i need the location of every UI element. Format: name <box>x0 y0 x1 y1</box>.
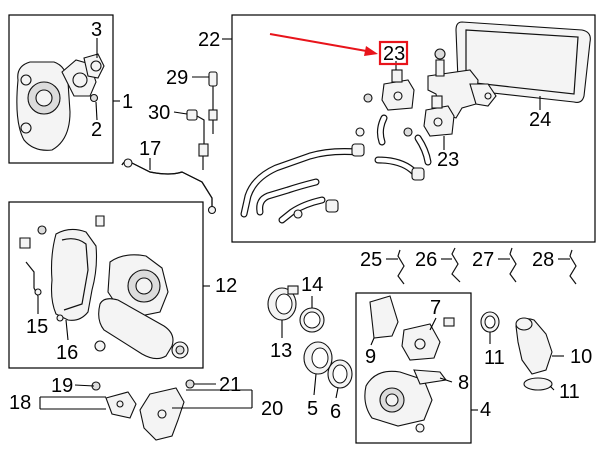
callout-7: 7 <box>430 297 441 319</box>
callout-23-highlighted: 23 <box>383 43 405 65</box>
callout-4: 4 <box>480 399 491 421</box>
callout-12: 12 <box>215 275 237 297</box>
valve-group-4-drawing <box>364 295 455 433</box>
callout-1: 1 <box>122 91 133 113</box>
callout-27: 27 <box>472 249 494 271</box>
callout-15: 15 <box>26 316 48 338</box>
leader-lines <box>37 38 570 411</box>
frame-group-4 <box>355 292 472 444</box>
frame-group-22 <box>231 14 596 243</box>
turbocharger-drawing <box>94 254 189 360</box>
frame-group-12 <box>8 201 204 369</box>
callout-11-lower: 11 <box>559 381 580 403</box>
highlight-box <box>378 40 409 66</box>
callout-10: 10 <box>570 346 592 368</box>
callout-28: 28 <box>532 249 554 271</box>
callout-8: 8 <box>458 372 469 394</box>
callout-3: 3 <box>91 19 102 41</box>
solenoid-valves-23-drawing <box>363 69 455 137</box>
sensor-29-drawing <box>208 71 218 134</box>
callouts: 1 2 3 4 5 6 7 8 9 10 11 11 12 13 14 15 1… <box>9 19 592 423</box>
pipe-17-drawing <box>121 158 217 215</box>
callout-2: 2 <box>91 119 102 141</box>
small-parts-12-drawing <box>19 215 105 297</box>
callout-20: 20 <box>261 398 283 420</box>
callout-30: 30 <box>148 102 170 124</box>
callout-29: 29 <box>166 67 188 89</box>
red-arrow <box>269 33 378 56</box>
callout-24: 24 <box>529 109 551 131</box>
callout-9: 9 <box>365 346 376 368</box>
callout-11-upper: 11 <box>484 347 505 369</box>
callout-5: 5 <box>307 398 318 420</box>
heat-shield-24-drawing <box>455 21 591 103</box>
frame-group-1 <box>8 14 114 164</box>
callout-25: 25 <box>360 249 382 271</box>
callout-17: 17 <box>139 138 161 160</box>
vacuum-hoses-drawing <box>240 114 432 224</box>
lines-25-28-drawing <box>397 247 577 285</box>
callout-22: 22 <box>198 29 220 51</box>
callout-18: 18 <box>9 392 31 414</box>
clamps-drawing <box>267 285 353 389</box>
bracket-18-21-drawing <box>91 379 195 441</box>
callout-19: 19 <box>51 375 73 397</box>
pump-housing-drawing <box>16 53 105 151</box>
heat-shield-16-drawing <box>50 228 98 322</box>
callout-14: 14 <box>301 274 323 296</box>
callout-16: 16 <box>56 342 78 364</box>
callout-6: 6 <box>330 401 341 423</box>
sensor-30-drawing <box>186 109 209 170</box>
callout-21: 21 <box>219 374 241 396</box>
callout-23: 23 <box>437 149 459 171</box>
callout-13: 13 <box>270 340 292 362</box>
callout-26: 26 <box>415 249 437 271</box>
pipe-10-drawing <box>480 311 553 391</box>
